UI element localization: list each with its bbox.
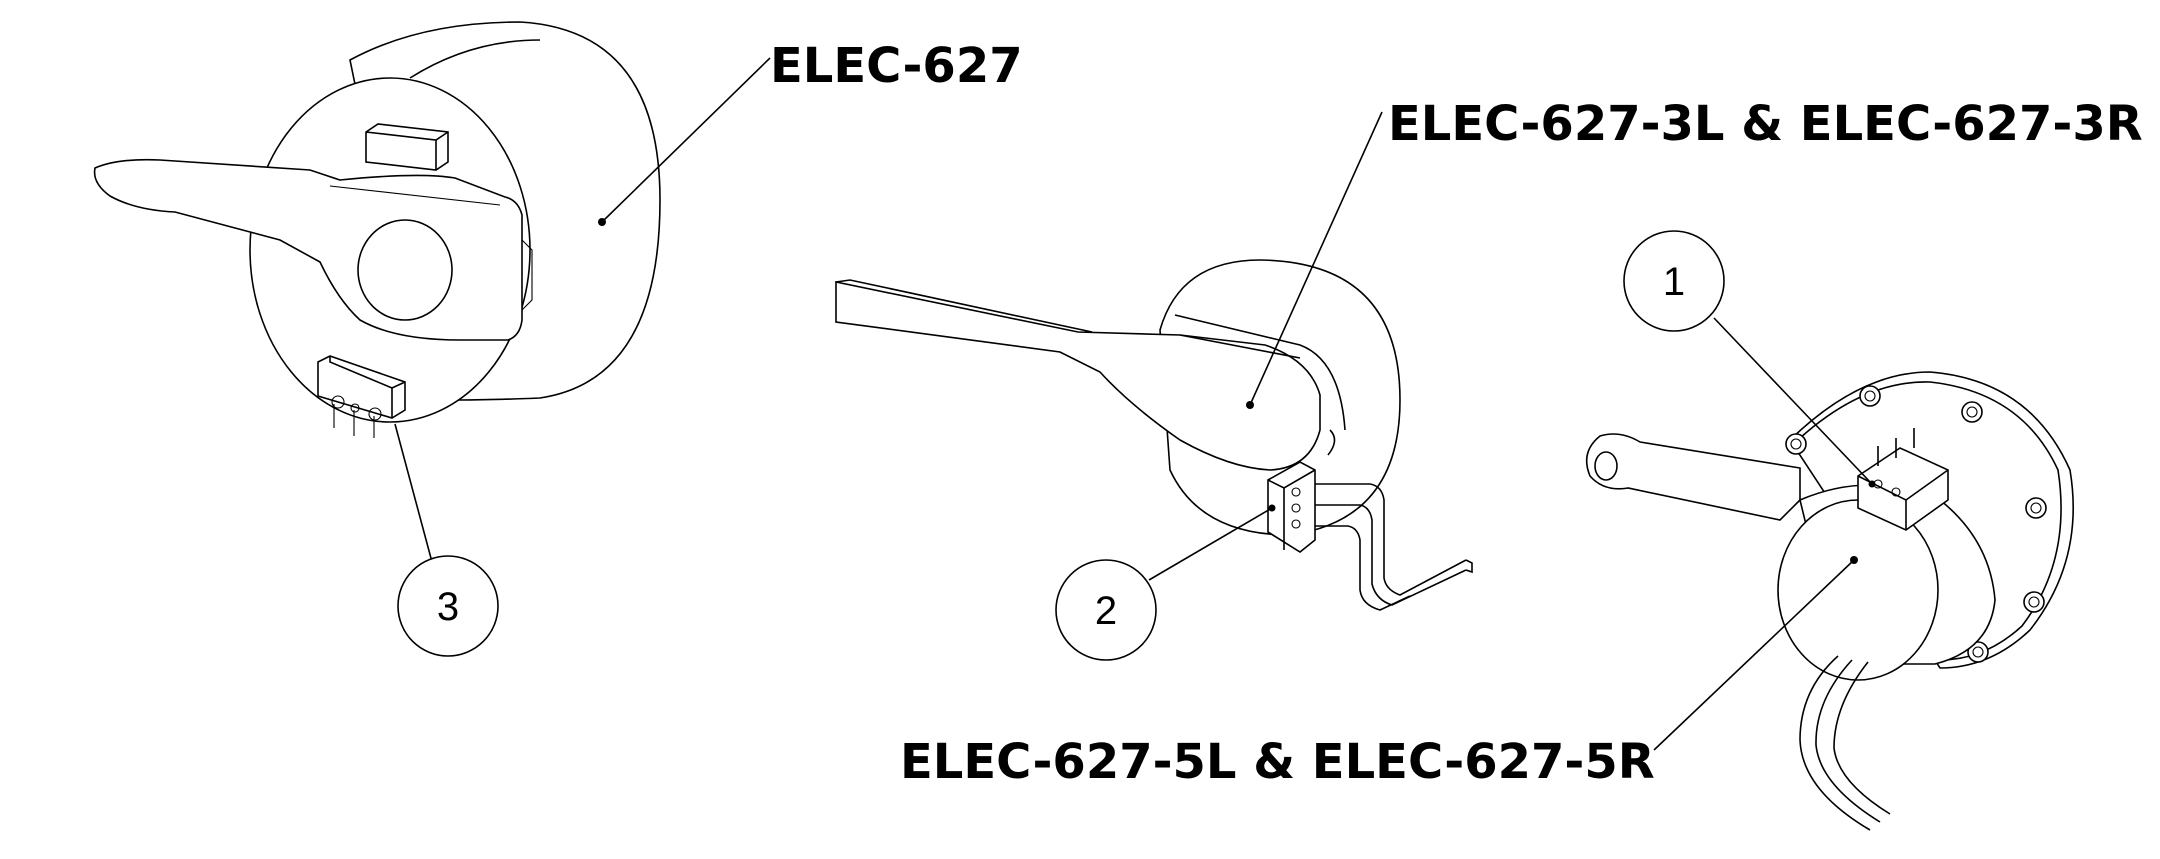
micro-switch-b bbox=[1267, 461, 1473, 611]
leader-line-elec-627 bbox=[601, 57, 771, 223]
leader-dot-elec-627-3 bbox=[1246, 401, 1254, 409]
leader-dot-elec-627 bbox=[598, 218, 606, 226]
leader-line-elec-627-3 bbox=[1249, 111, 1383, 406]
balloon-1-number: 1 bbox=[1663, 260, 1685, 304]
drum-body-c bbox=[1777, 484, 1996, 681]
cable bbox=[1799, 655, 1891, 831]
leader-line-balloon-3 bbox=[394, 423, 433, 563]
balloon-3-number: 3 bbox=[437, 585, 459, 629]
label-elec-627-3l-3r: ELEC-627-3L & ELEC-627-3R bbox=[1388, 96, 2143, 152]
label-elec-627-5l-5r: ELEC-627-5L & ELEC-627-5R bbox=[900, 734, 1655, 790]
leader-dot-balloon-1 bbox=[1868, 480, 1876, 488]
assembly-elec-627-5 bbox=[1585, 317, 2075, 831]
leader-line-balloon-2 bbox=[1148, 507, 1273, 581]
balloon-3: 3 bbox=[397, 555, 499, 657]
leader-line-elec-627-5 bbox=[1653, 559, 1855, 751]
micro-switch-c bbox=[1857, 428, 1949, 531]
micro-switch-a bbox=[317, 355, 406, 438]
leader-dot-balloon-2 bbox=[1268, 504, 1276, 512]
flange-bolts bbox=[1785, 385, 2047, 663]
flat-lever bbox=[835, 279, 1321, 471]
balloon-2-number: 2 bbox=[1095, 589, 1117, 633]
assembly-elec-627 bbox=[93, 21, 771, 563]
top-key bbox=[365, 123, 449, 171]
short-lever bbox=[1585, 433, 1801, 521]
leader-line-balloon-1 bbox=[1713, 317, 1873, 485]
balloon-1: 1 bbox=[1623, 230, 1725, 332]
hub-boss bbox=[357, 219, 453, 321]
balloon-2: 2 bbox=[1055, 559, 1157, 661]
leader-dot-elec-627-5 bbox=[1850, 556, 1858, 564]
assembly-elec-627-3 bbox=[835, 111, 1473, 611]
label-elec-627: ELEC-627 bbox=[770, 38, 1023, 94]
